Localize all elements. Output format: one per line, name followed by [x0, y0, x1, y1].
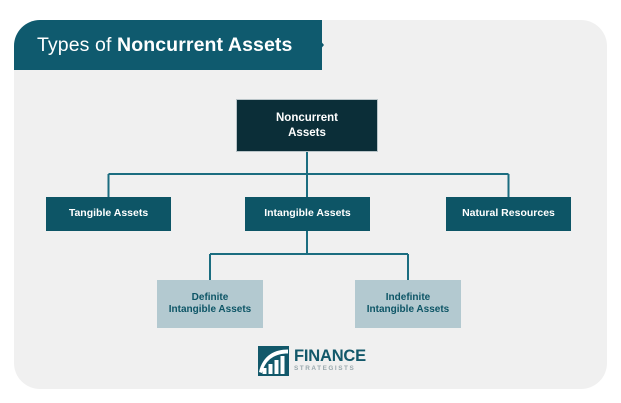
finance-strategists-logo: FINANCE STRATEGISTS: [258, 345, 370, 376]
node-label: Intangible Assets: [264, 207, 351, 220]
logo-mark-icon: [258, 345, 289, 376]
node-label-line1: Indefinite: [385, 291, 431, 303]
node-label-line2: Intangible Assets: [168, 304, 252, 315]
node-label-line2: Intangible Assets: [366, 304, 450, 315]
page-title: Types of Noncurrent Assets: [37, 34, 292, 57]
node-intangible-assets: Intangible Assets: [245, 197, 370, 231]
header-banner: Types of Noncurrent Assets: [14, 20, 322, 70]
node-label: Tangible Assets: [69, 207, 148, 220]
node-label-line2: Assets: [288, 126, 326, 139]
node-noncurrent-assets: Noncurrent Assets: [236, 99, 378, 152]
node-label-line1: Intangible Assets: [264, 207, 351, 220]
logo-word-strategists: STRATEGISTS: [294, 365, 356, 372]
node-indefinite-intangible-assets: Indefinite Intangible Assets: [355, 280, 461, 328]
page-title-bold: Noncurrent Assets: [117, 33, 293, 56]
node-label: Definite Intangible Assets: [169, 292, 251, 317]
logo-word-finance: FINANCE: [294, 347, 366, 365]
node-tangible-assets: Tangible Assets: [46, 197, 171, 231]
node-label-line1: Natural Resources: [462, 207, 555, 220]
node-label: Noncurrent Assets: [276, 111, 338, 140]
node-label-line1: Tangible Assets: [68, 207, 149, 220]
node-definite-intangible-assets: Definite Intangible Assets: [157, 280, 263, 328]
logo-wordmark: FINANCE STRATEGISTS: [294, 348, 366, 373]
node-label: Natural Resources: [462, 207, 555, 220]
node-label-line1: Definite: [191, 291, 229, 303]
node-label: Indefinite Intangible Assets: [367, 292, 449, 317]
node-label-line1: Noncurrent: [276, 112, 338, 125]
page-title-regular: Types of: [37, 33, 118, 56]
node-natural-resources: Natural Resources: [446, 197, 571, 231]
